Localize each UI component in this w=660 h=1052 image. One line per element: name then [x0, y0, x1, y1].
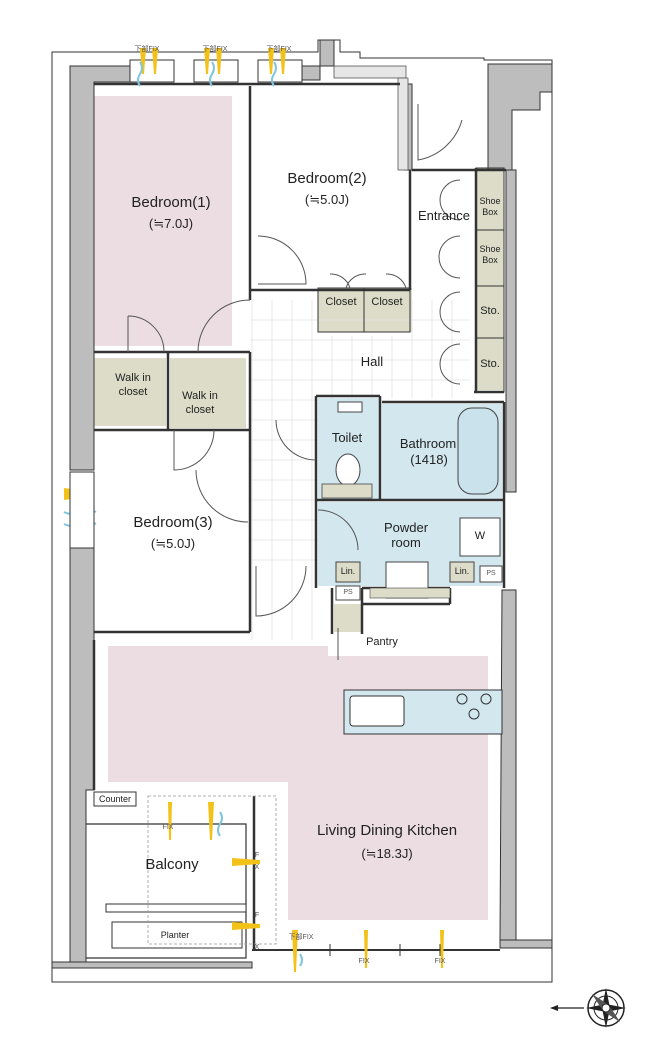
planter-label: Planter: [160, 930, 190, 940]
storage2-label: Sto.: [480, 358, 500, 370]
bathroom-size: (1418): [410, 452, 448, 467]
toilet-counter: [321, 483, 373, 499]
hatched-wall-top: [333, 65, 407, 79]
x-mark-1: X: [254, 864, 260, 871]
counter-box: [93, 791, 137, 807]
door-swings: [127, 104, 463, 660]
linen-right: [449, 561, 475, 583]
top-fix-3: 下部FIX: [266, 46, 292, 53]
bedroom3-window: [69, 471, 95, 549]
top-fix-1: 下部FIX: [134, 46, 160, 53]
sash-dashed: [147, 795, 277, 945]
walkin1-line2: closet: [118, 386, 148, 398]
storage1-label: Sto.: [480, 305, 500, 317]
bedroom2-size: (≒5.0J): [304, 192, 350, 207]
fix-bottom-1: FIX: [358, 958, 370, 965]
bottom-window-mullions: [329, 944, 441, 956]
shoebox1-line1: Shoe: [479, 196, 501, 206]
ps-right-label: PS: [486, 570, 496, 577]
site-boundary: [51, 39, 553, 983]
walkin1-floor: [94, 358, 166, 426]
linen-left-label: Lin.: [340, 566, 356, 576]
walkin2-floor: [170, 358, 246, 428]
f-mark-2: F: [254, 912, 260, 919]
bedroom3-label: Bedroom(3): [133, 514, 213, 531]
linen-right-label: Lin.: [454, 566, 470, 576]
balcony-outline: [86, 823, 247, 959]
closet-floor: [318, 288, 412, 332]
vanity-counter: [369, 587, 451, 599]
fix-balcony: FIX: [162, 824, 174, 831]
toilet-bowl: [335, 453, 361, 487]
fix-bottom-2: FIX: [434, 958, 446, 965]
washer-box: [459, 517, 501, 557]
walkin1-line1: Walk in: [115, 372, 151, 384]
bedroom1-label: Bedroom(1): [131, 194, 211, 211]
ldk-size: (≒18.3J): [361, 846, 413, 861]
window-markers-yellow: [64, 48, 444, 972]
hall-tile-grid: [250, 300, 470, 640]
closet-label-right: Closet: [371, 296, 403, 308]
ldk-floor: [108, 646, 488, 920]
closet-units: [317, 287, 411, 333]
counter-label: Counter: [98, 794, 132, 804]
bedroom3-size: (≒5.0J): [150, 536, 196, 551]
walkin2-line1: Walk in: [182, 390, 218, 402]
closet-label-left: Closet: [325, 296, 357, 308]
walkin2-line2: closet: [185, 404, 215, 416]
bathtub: [457, 407, 499, 495]
powder-sublabel: room: [391, 535, 421, 550]
balcony-rail: [105, 903, 247, 913]
x-mark-2: X: [254, 944, 260, 951]
stove-burners-icon: [456, 693, 492, 720]
bathroom-label: Bathroom: [399, 436, 457, 451]
f-mark-1: F: [254, 852, 260, 859]
toilet-tank: [337, 401, 363, 413]
pantry-floor: [334, 604, 362, 632]
bedroom2-label: Bedroom(2): [287, 170, 367, 187]
ps-box-right: [479, 565, 503, 583]
powder-label: Powder: [383, 520, 429, 535]
entrance-label: Entrance: [417, 208, 471, 223]
shoebox-dividers: [475, 167, 505, 393]
north-arrow-compass-icon: [550, 988, 626, 1028]
ldk-label: Living Dining Kitchen: [316, 822, 458, 839]
shoebox2-line2: Box: [482, 255, 498, 265]
shoebox-floor: [476, 168, 504, 390]
washer-label: W: [474, 530, 486, 542]
linen-left: [335, 561, 361, 583]
ps-left-label: PS: [343, 589, 353, 596]
bottom-topfix: 下部FIX: [288, 934, 314, 941]
top-fix-2: 下部FIX: [202, 46, 228, 53]
kitchen-sink: [349, 695, 405, 727]
hatched-wall-side: [397, 77, 409, 171]
shoebox1-line2: Box: [482, 207, 498, 217]
shoebox2-line1: Shoe: [479, 244, 501, 254]
bedroom1-size: (≒7.0J): [148, 216, 194, 231]
hall-label: Hall: [360, 354, 384, 369]
bedroom1-floor: [94, 96, 232, 346]
ps-box-left: [335, 585, 361, 601]
pantry-label: Pantry: [366, 636, 398, 648]
balcony-label: Balcony: [145, 856, 199, 873]
toilet-label: Toilet: [331, 430, 363, 445]
